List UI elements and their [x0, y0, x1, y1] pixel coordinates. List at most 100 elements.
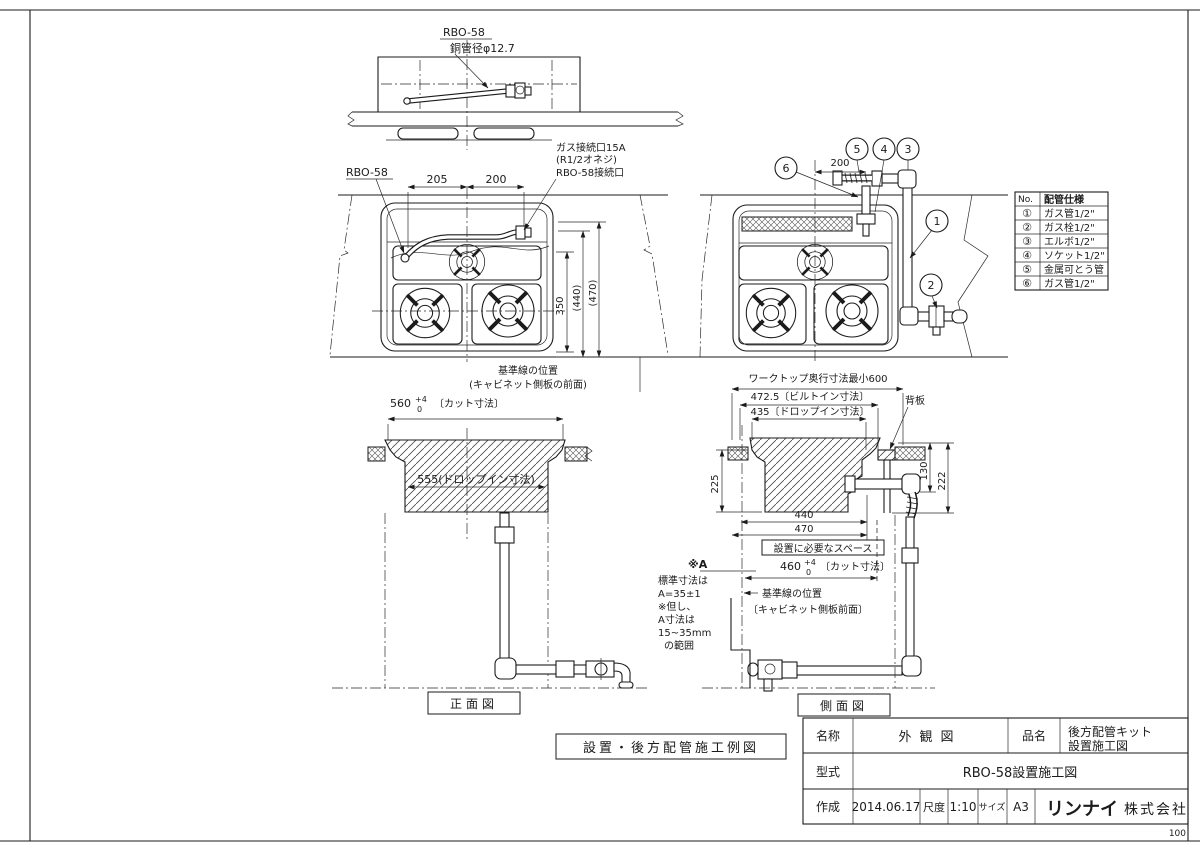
dim-560: 560 — [390, 397, 411, 410]
dim-470: 470 — [794, 524, 813, 535]
tb-model-label: 型式 — [816, 765, 840, 779]
top-model-label: RBO-58 — [443, 26, 485, 39]
gas-pipe-6 — [856, 185, 876, 237]
tb-company-logo: リンナイ — [1046, 799, 1118, 820]
dim-560-cut: 〔カット寸法〕 — [434, 397, 504, 410]
dim-200-right: 200 — [830, 158, 849, 169]
caption-box: 設置・後方配管施工例図 — [555, 733, 787, 760]
burner-front-left-plan — [399, 287, 451, 339]
front-pipe-assembly — [494, 512, 634, 689]
note-a-line: 15~35mm — [658, 628, 711, 639]
plan-view-left: 205 200 RBO-58 ガス接続口15A (R1/2オネジ) RBO-58… — [329, 141, 700, 392]
tb-product-value-1: 後方配管キット — [1068, 724, 1152, 739]
flex-hose-5 — [832, 170, 872, 186]
balloon-2: 2 — [919, 273, 943, 309]
note-a-line: ※但し、 — [658, 601, 696, 613]
dim-350: 350 — [555, 296, 566, 315]
dim-460-tol-top: +4 — [804, 558, 816, 567]
grill-vent — [741, 216, 853, 232]
title-block: 名称 外観図 品名 後方配管キット 設置施工図 型式 RBO-58設置施工図 作… — [802, 717, 1189, 825]
caption-text: 設置・後方配管施工例図 — [583, 740, 759, 756]
tb-name-label: 名称 — [816, 728, 840, 743]
row-no: ⑤ — [1022, 263, 1032, 276]
tb-company-suffix: 株式会社 — [1124, 802, 1188, 818]
balloon-6: 6 — [774, 156, 859, 198]
row-no: ③ — [1022, 235, 1032, 248]
dim-470-paren: (470) — [588, 279, 599, 306]
tb-scale-value: 1:10 — [950, 800, 977, 814]
side-view: ワークトップ奥行寸法最小600 472.5〔ビルトイン寸法〕 435〔ドロップイ… — [658, 372, 954, 717]
svg-text:6: 6 — [783, 162, 790, 175]
space-label: 設置に必要なスペース — [774, 542, 873, 555]
dim-222: 222 — [937, 471, 948, 490]
row-no: ④ — [1022, 249, 1032, 262]
balloon-4: 4 — [872, 137, 896, 213]
row-no: ① — [1022, 207, 1032, 220]
side-view-title-box — [797, 693, 891, 717]
dim-560-tol-bottom: 0 — [417, 405, 422, 414]
note-a-line: の範囲 — [664, 639, 694, 652]
dim-460-tol-bottom: 0 — [806, 568, 811, 577]
top-pipe-dia-label: 銅管径φ12.7 — [450, 41, 515, 55]
side-pipe-assembly — [747, 473, 922, 692]
dim-560-tol-top: +4 — [415, 395, 427, 404]
tb-size-value: A3 — [1013, 800, 1029, 814]
tb-model-value: RBO-58設置施工図 — [963, 765, 1078, 781]
dim-200-left: 200 — [486, 173, 507, 186]
tb-product-value-2: 設置施工図 — [1068, 738, 1128, 753]
svg-text:2: 2 — [928, 279, 935, 292]
baseline-label-2: (キャビネット側板の前面) — [469, 378, 587, 391]
svg-text:1: 1 — [934, 215, 941, 228]
row-label: ガス管1/2" — [1044, 207, 1095, 220]
back-panel-label: 背板 — [905, 394, 925, 407]
gas-cock-2-assembly — [899, 305, 968, 336]
balloon-5: 5 — [845, 137, 869, 173]
dim-440-paren: (440) — [572, 284, 583, 311]
note-a-line: 標準寸法は — [658, 574, 708, 587]
space-label-box — [761, 539, 885, 556]
note-a-head: ※A — [688, 558, 708, 571]
dim-460: 460 — [780, 560, 801, 573]
drawing-frame — [0, 9, 1200, 842]
gas-port-label-2: (R1/2オネジ) — [556, 154, 617, 166]
piping-spec-table: No. 配管仕様 ① ガス管1/2" ② ガス栓1/2" ③ エルボ1/2" ④… — [1014, 191, 1109, 291]
tb-scale-label: 尺度 — [923, 800, 945, 814]
dim-472: 472.5〔ビルトイン寸法〕 — [751, 390, 870, 403]
gas-pipe-1 — [902, 184, 913, 314]
baseline-label-1: 基準線の位置 — [498, 364, 558, 377]
plan-view-right: 200 6 5 4 3 1 2 — [699, 137, 1008, 362]
dim-555: 555(ドロップイン寸法) — [417, 472, 535, 486]
row-label: ガス栓1/2" — [1044, 221, 1095, 234]
row-label: ソケット1/2" — [1044, 250, 1105, 262]
row-label: エルボ1/2" — [1044, 236, 1095, 248]
dim-440: 440 — [794, 510, 813, 521]
page-number: 100 — [1169, 829, 1186, 839]
gas-port-label-1: ガス接続口15A — [556, 141, 626, 154]
tb-created-label: 作成 — [816, 800, 840, 814]
dim-435: 435〔ドロップイン寸法〕 — [750, 405, 869, 418]
table-col-no: No. — [1018, 195, 1033, 205]
row-label: 金属可とう管 — [1044, 263, 1104, 276]
tb-size-label: サイズ — [979, 801, 1006, 813]
elbow-3 — [897, 169, 917, 189]
note-a-line: A=35±1 — [658, 589, 701, 600]
burner-front-right2-plan — [825, 284, 879, 338]
dim-460-cut: 〔カット寸法〕 — [820, 560, 890, 573]
side-baseline-2: 〔キャビネット側板前面〕 — [748, 603, 868, 616]
svg-text:5: 5 — [854, 143, 861, 156]
dim-worktop-600: ワークトップ奥行寸法最小600 — [748, 372, 887, 385]
row-no: ② — [1022, 221, 1032, 234]
svg-text:4: 4 — [881, 143, 888, 156]
table-rows: ① ガス管1/2" ② ガス栓1/2" ③ エルボ1/2" ④ ソケット1/2"… — [1022, 207, 1105, 290]
plan-left-model-label: RBO-58 — [346, 166, 388, 179]
front-view-title-box — [427, 691, 521, 715]
top-detail-view: RBO-58 銅管径φ12.7 — [347, 26, 684, 150]
front-view: 560 +4 0 〔カット寸法〕 555(ドロップイン寸法) — [332, 395, 648, 715]
tb-name-value: 外観図 — [898, 730, 961, 745]
tb-product-label: 品名 — [1022, 728, 1046, 743]
balloon-3: 3 — [896, 137, 920, 170]
row-label: ガス管1/2" — [1044, 277, 1095, 290]
tb-created-value: 2014.06.17 — [852, 800, 921, 814]
